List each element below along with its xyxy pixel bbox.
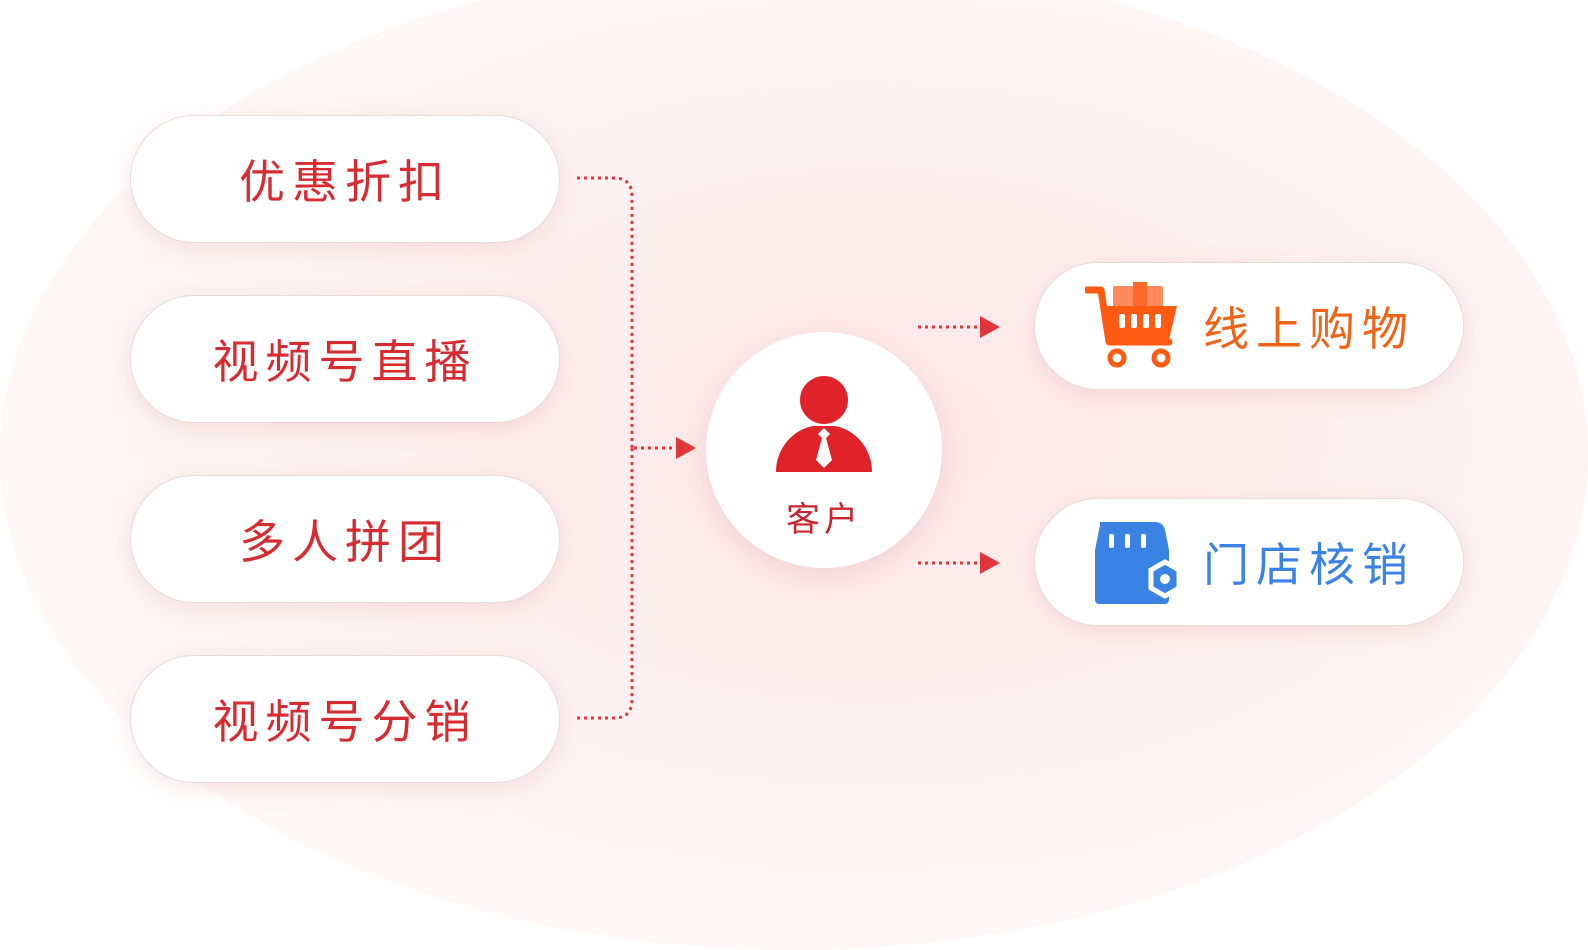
arrowhead-online <box>980 316 1000 338</box>
person-icon <box>776 376 872 472</box>
connector-top <box>577 176 634 448</box>
source-label: 视频号直播 <box>212 335 478 389</box>
store-icon <box>1095 522 1181 604</box>
shopping-cart-icon <box>1085 282 1177 368</box>
outcome-pill-store-verify: 门店核销 <box>1034 498 1464 626</box>
source-label: 多人拼团 <box>239 515 451 569</box>
outcome-label: 线上购物 <box>1203 302 1415 356</box>
connector-bottom <box>577 448 634 720</box>
arrowhead-store <box>980 552 1000 574</box>
source-pill-distribution: 视频号分销 <box>130 655 560 783</box>
outcome-pill-online-shopping: 线上购物 <box>1034 262 1464 390</box>
source-label: 视频号分销 <box>212 695 478 749</box>
customer-label: 客户 <box>786 500 862 540</box>
source-pill-group-buy: 多人拼团 <box>130 475 560 603</box>
source-pill-live: 视频号直播 <box>130 295 560 423</box>
customer-node: 客户 <box>706 332 942 568</box>
source-label: 优惠折扣 <box>239 155 451 209</box>
arrowhead-customer <box>676 437 696 459</box>
connector-lines <box>577 176 1000 720</box>
source-pill-discount: 优惠折扣 <box>130 115 560 243</box>
outcome-label: 门店核销 <box>1203 538 1415 592</box>
